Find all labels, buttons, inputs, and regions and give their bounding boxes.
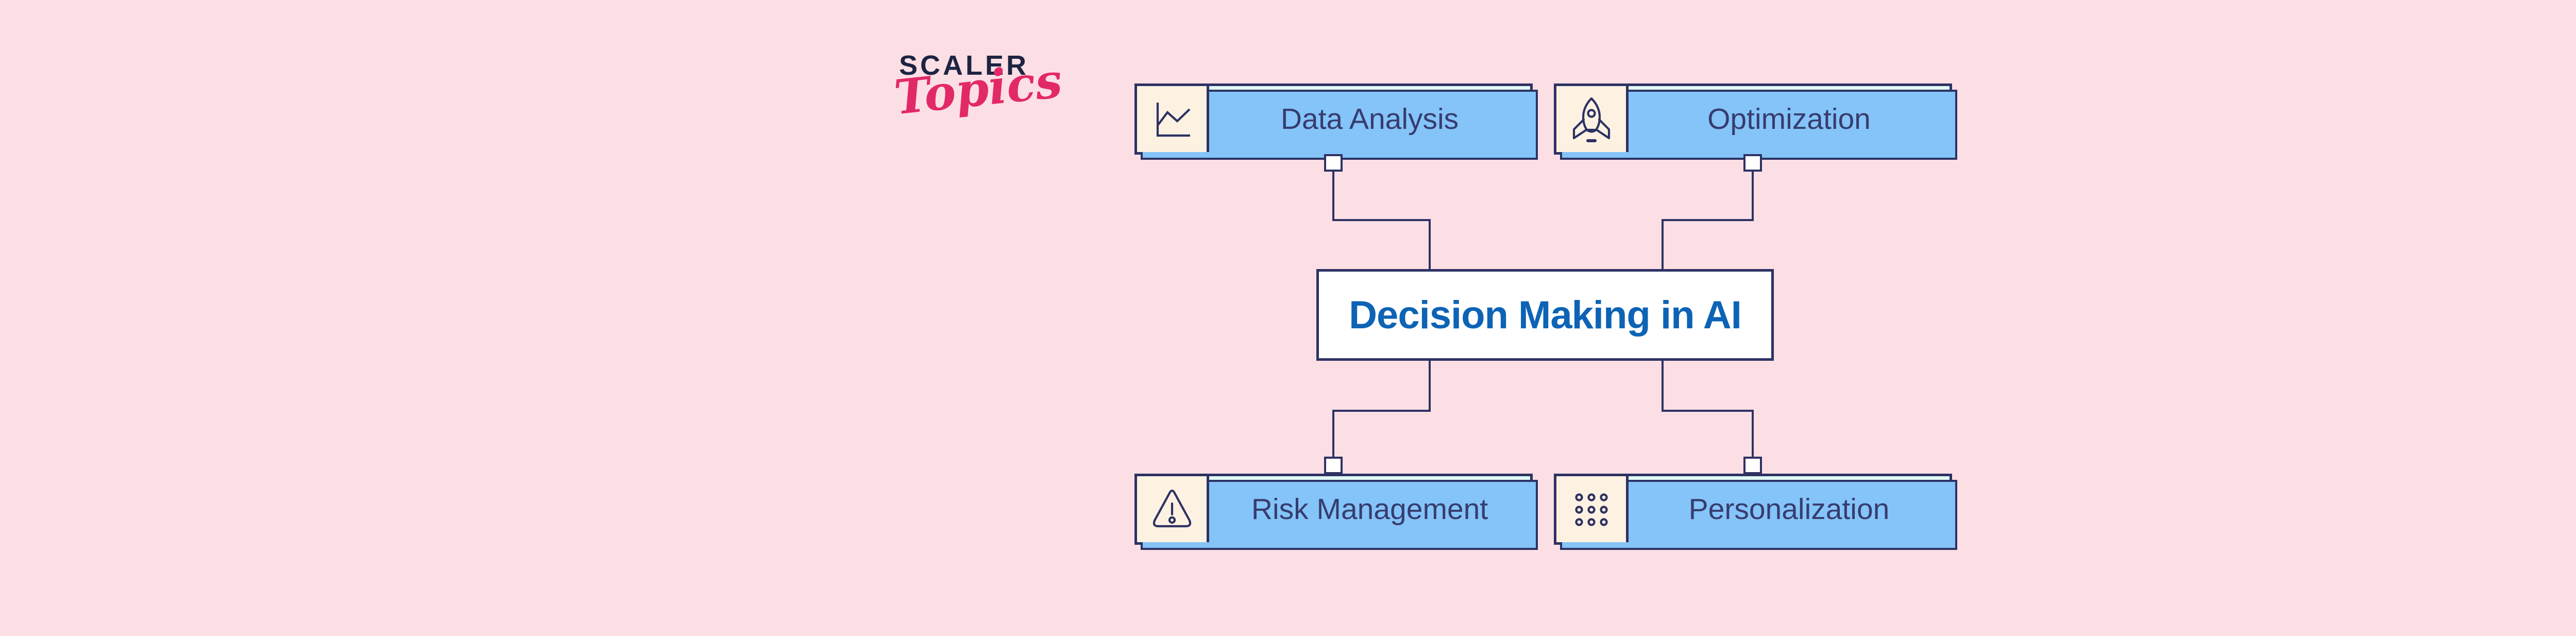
node-optimization: Optimization xyxy=(1554,83,1957,160)
node-label: Data Analysis xyxy=(1280,103,1459,136)
data-analysis-icon-cell xyxy=(1137,86,1209,152)
personalization-icon-cell xyxy=(1556,476,1629,542)
center-topic-box: Decision Making in AI xyxy=(1316,269,1774,361)
connector-optimization-to-center xyxy=(1662,172,1754,269)
node-data-analysis: Data Analysis xyxy=(1134,83,1538,160)
line-chart-icon xyxy=(1156,103,1190,137)
node-label: Optimization xyxy=(1707,103,1871,136)
connector-data-analysis-to-center xyxy=(1332,172,1431,269)
optimization-icon-cell xyxy=(1556,86,1629,152)
risk-management-icon-cell xyxy=(1137,476,1209,542)
logo-brand-text: SCALER xyxy=(899,50,1029,81)
node-label: Personalization xyxy=(1688,493,1890,526)
connector-center-to-personalization xyxy=(1662,361,1754,457)
port-risk-management xyxy=(1324,457,1343,474)
port-optimization xyxy=(1743,154,1762,172)
scaler-topics-logo: SCALER Topics xyxy=(892,50,1065,125)
node-risk-management: Risk Management xyxy=(1134,474,1538,550)
node-personalization: Personalization xyxy=(1554,474,1957,550)
rocket-icon xyxy=(1572,97,1610,142)
node-label: Risk Management xyxy=(1251,493,1488,526)
port-personalization xyxy=(1743,457,1762,474)
diagram-title: Decision Making in AI xyxy=(1349,293,1742,337)
connector-center-to-risk-management xyxy=(1332,361,1431,457)
port-data-analysis xyxy=(1324,154,1343,172)
dots-grid-icon xyxy=(1574,493,1608,526)
warning-triangle-icon xyxy=(1153,489,1191,528)
